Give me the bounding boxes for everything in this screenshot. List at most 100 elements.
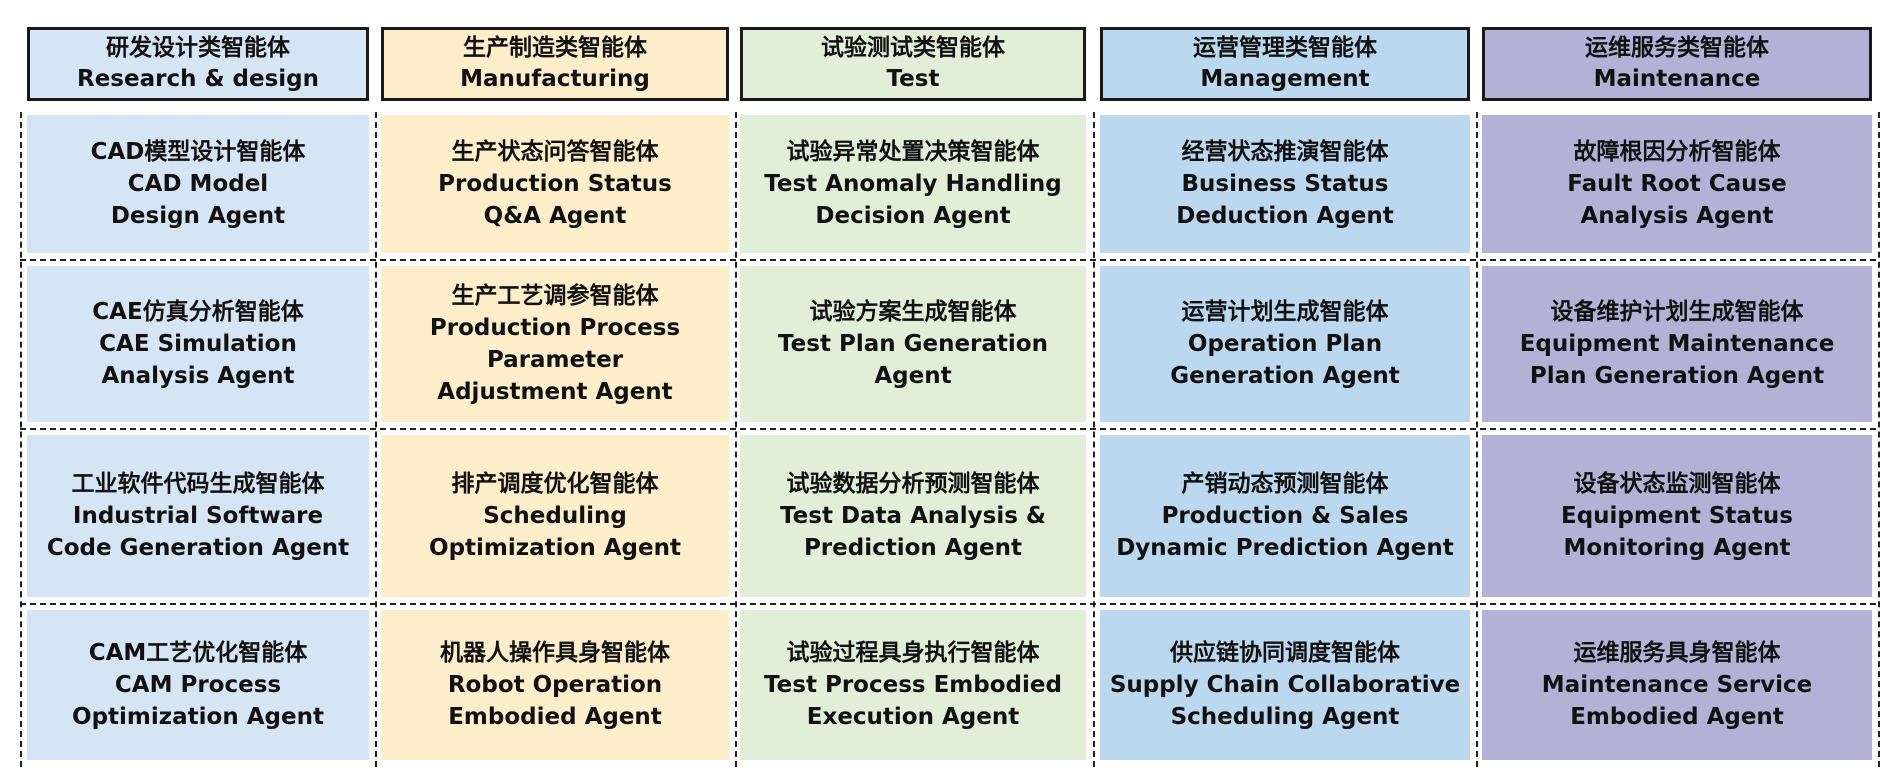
agent-card: 供应链协同调度智能体 Supply Chain Collaborative Sc…: [1100, 610, 1470, 760]
agent-name-cn: 运维服务具身智能体: [1573, 640, 1781, 666]
category-header: 运营管理类智能体 Management: [1100, 27, 1470, 101]
agent-name-en: Generation Agent: [1170, 363, 1400, 389]
agent-card: CAD模型设计智能体 CAD Model Design Agent: [27, 115, 369, 253]
agent-card: 试验方案生成智能体 Test Plan Generation Agent: [740, 266, 1086, 422]
agent-name-en: Plan Generation Agent: [1529, 363, 1825, 389]
agent-name-en: Adjustment Agent: [437, 379, 673, 405]
dashed-divider: [1476, 112, 1478, 767]
agent-name-en: Supply Chain Collaborative: [1109, 672, 1461, 698]
agent-name-en: Deduction Agent: [1176, 203, 1394, 229]
category-header: 生产制造类智能体 Manufacturing: [381, 27, 729, 101]
agent-name-en: Embodied Agent: [1570, 704, 1784, 730]
category-title-en: Test: [886, 66, 940, 92]
agent-card: 机器人操作具身智能体 Robot Operation Embodied Agen…: [381, 610, 729, 760]
agent-name-en: Robot Operation: [447, 672, 663, 698]
agent-name-cn: 试验数据分析预测智能体: [786, 471, 1040, 497]
agent-card: 产销动态预测智能体 Production & Sales Dynamic Pre…: [1100, 435, 1470, 597]
dashed-divider: [20, 112, 22, 767]
category-header: 试验测试类智能体 Test: [740, 27, 1086, 101]
agent-name-en: Scheduling Agent: [1170, 704, 1400, 730]
agent-card: 设备维护计划生成智能体 Equipment Maintenance Plan G…: [1482, 266, 1872, 422]
category-title-cn: 运维服务类智能体: [1585, 35, 1769, 61]
dashed-divider: [1878, 112, 1880, 767]
agent-name-en: Industrial Software: [72, 503, 324, 529]
agent-name-cn: 设备维护计划生成智能体: [1550, 299, 1804, 325]
agent-name-cn: CAE仿真分析智能体: [92, 299, 304, 325]
dashed-divider: [735, 112, 737, 767]
agent-card: 经营状态推演智能体 Business Status Deduction Agen…: [1100, 115, 1470, 253]
agent-card: 工业软件代码生成智能体 Industrial Software Code Gen…: [27, 435, 369, 597]
category-title-cn: 生产制造类智能体: [463, 35, 647, 61]
agent-name-en: Test Process Embodied: [764, 672, 1062, 698]
agent-name-cn: 供应链协同调度智能体: [1170, 640, 1400, 666]
agent-name-en: Test Anomaly Handling: [764, 171, 1062, 197]
dashed-divider: [20, 603, 1876, 605]
agent-name-cn: 产销动态预测智能体: [1181, 471, 1389, 497]
category-title-en: Maintenance: [1593, 66, 1761, 92]
agent-card: 故障根因分析智能体 Fault Root Cause Analysis Agen…: [1482, 115, 1872, 253]
agent-name-en: CAM Process: [114, 672, 282, 698]
agent-name-en: Execution Agent: [806, 704, 1020, 730]
agent-name-en: Dynamic Prediction Agent: [1116, 535, 1454, 561]
category-header: 运维服务类智能体 Maintenance: [1482, 27, 1872, 101]
agent-name-en: Optimization Agent: [429, 535, 681, 561]
agent-name-en: Analysis Agent: [101, 363, 295, 389]
agent-name-en: CAD Model: [127, 171, 269, 197]
agent-name-en: Parameter: [486, 347, 624, 373]
agent-name-en: Test Data Analysis &: [780, 503, 1046, 529]
agent-name-cn: 试验异常处置决策智能体: [786, 139, 1040, 165]
agent-name-cn: 排产调度优化智能体: [451, 471, 659, 497]
agent-card: 生产工艺调参智能体 Production Process Parameter A…: [381, 266, 729, 422]
category-title-cn: 研发设计类智能体: [106, 35, 290, 61]
agent-name-en: Decision Agent: [815, 203, 1011, 229]
dashed-divider: [375, 112, 377, 767]
agent-name-en: Design Agent: [110, 203, 286, 229]
agent-name-cn: 工业软件代码生成智能体: [71, 471, 325, 497]
agent-card: 试验过程具身执行智能体 Test Process Embodied Execut…: [740, 610, 1086, 760]
agent-name-en: Production Status: [438, 171, 672, 197]
agent-name-cn: 设备状态监测智能体: [1573, 471, 1781, 497]
agent-card: 生产状态问答智能体 Production Status Q&A Agent: [381, 115, 729, 253]
agent-name-cn: 试验过程具身执行智能体: [786, 640, 1040, 666]
dashed-divider: [20, 428, 1876, 430]
agent-name-en: Production & Sales: [1161, 503, 1409, 529]
agent-name-en: Code Generation Agent: [46, 535, 350, 561]
category-title-en: Management: [1200, 66, 1370, 92]
agent-name-cn: 经营状态推演智能体: [1181, 139, 1389, 165]
category-header: 研发设计类智能体 Research & design: [27, 27, 369, 101]
agent-name-en: Embodied Agent: [448, 704, 662, 730]
agent-name-en: Production Process: [429, 315, 681, 341]
agent-card: 设备状态监测智能体 Equipment Status Monitoring Ag…: [1482, 435, 1872, 597]
category-title-en: Research & design: [76, 66, 320, 92]
agent-name-en: Equipment Maintenance: [1519, 331, 1835, 357]
agent-name-en: Analysis Agent: [1580, 203, 1774, 229]
agent-name-cn: 生产状态问答智能体: [451, 139, 659, 165]
agent-name-cn: 机器人操作具身智能体: [440, 640, 670, 666]
agent-name-en: Operation Plan: [1187, 331, 1383, 357]
agent-name-en: Agent: [874, 363, 952, 389]
agent-card: 试验数据分析预测智能体 Test Data Analysis & Predict…: [740, 435, 1086, 597]
agent-name-en: Monitoring Agent: [1563, 535, 1791, 561]
agent-name-en: Prediction Agent: [803, 535, 1023, 561]
agent-name-cn: CAM工艺优化智能体: [88, 640, 308, 666]
agent-name-cn: 生产工艺调参智能体: [451, 283, 659, 309]
agent-card: 试验异常处置决策智能体 Test Anomaly Handling Decisi…: [740, 115, 1086, 253]
agent-name-en: Equipment Status: [1561, 503, 1793, 529]
agent-name-cn: 试验方案生成智能体: [809, 299, 1017, 325]
agent-name-cn: CAD模型设计智能体: [90, 139, 306, 165]
agent-name-en: Business Status: [1181, 171, 1389, 197]
category-title-cn: 运营管理类智能体: [1193, 35, 1377, 61]
dashed-divider: [20, 259, 1876, 261]
agent-name-en: Maintenance Service: [1541, 672, 1813, 698]
agent-card: CAM工艺优化智能体 CAM Process Optimization Agen…: [27, 610, 369, 760]
dashed-divider: [1093, 112, 1095, 767]
agent-name-en: Optimization Agent: [72, 704, 324, 730]
agent-name-en: Q&A Agent: [483, 203, 627, 229]
agent-name-cn: 运营计划生成智能体: [1181, 299, 1389, 325]
category-title-en: Manufacturing: [460, 66, 650, 92]
agent-card: 排产调度优化智能体 Scheduling Optimization Agent: [381, 435, 729, 597]
agent-card: 运维服务具身智能体 Maintenance Service Embodied A…: [1482, 610, 1872, 760]
agent-name-cn: 故障根因分析智能体: [1573, 139, 1781, 165]
agent-name-en: Fault Root Cause: [1567, 171, 1787, 197]
agent-name-en: Test Plan Generation: [778, 331, 1048, 357]
